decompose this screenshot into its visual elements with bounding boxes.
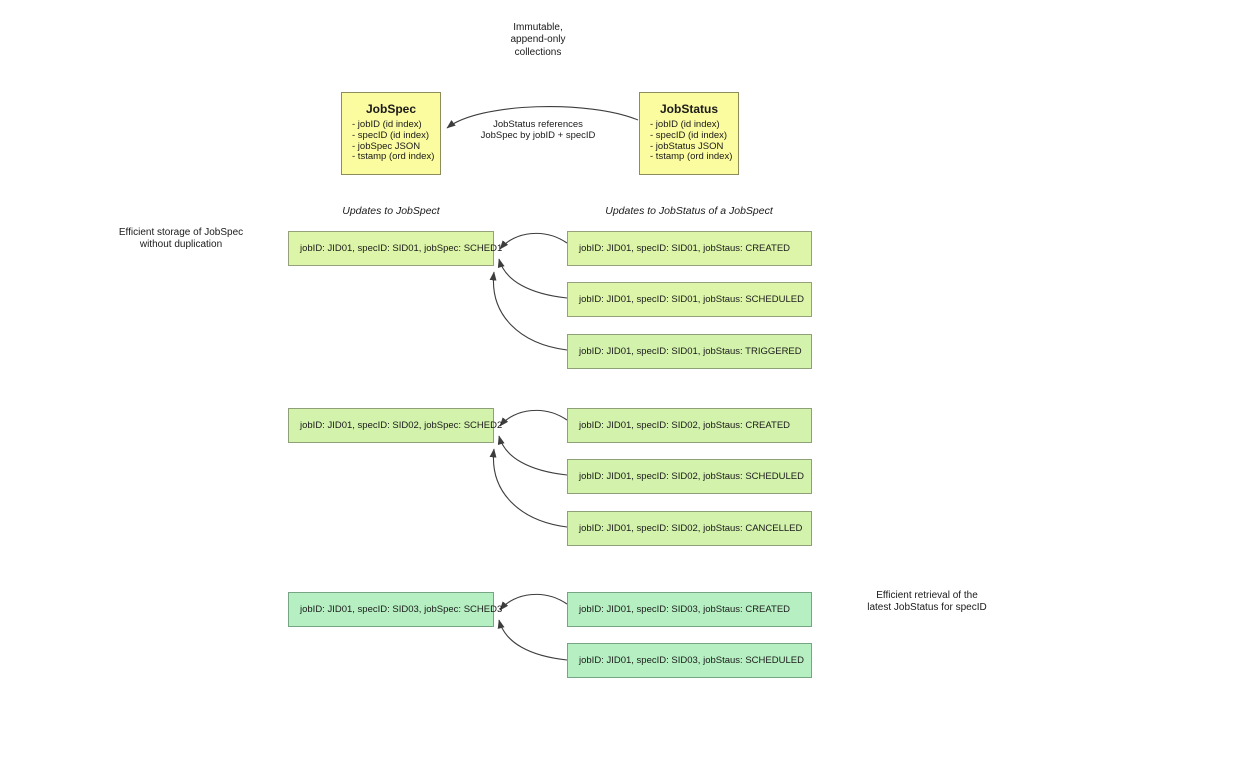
edge-status-to-spec <box>497 619 568 661</box>
edge-status-to-spec <box>499 593 568 611</box>
entity-jobstatus-fields: - jobID (id index) - specID (id index) -… <box>650 119 733 163</box>
entity-jobstatus-title: JobStatus <box>659 102 718 117</box>
entity-field: - tstamp (ord index) <box>650 151 733 163</box>
immutable-collections-note: Immutable, append-only collections <box>510 22 566 58</box>
jobspec-record: jobID: JID01, specID: SID03, jobSpec: SC… <box>288 592 502 627</box>
jobstatus-record: jobID: JID01, specID: SID02, jobStaus: C… <box>567 511 812 546</box>
jobstatus-record: jobID: JID01, specID: SID02, jobStaus: S… <box>567 459 812 494</box>
jobstatus-record: jobID: JID01, specID: SID03, jobStaus: C… <box>567 592 812 627</box>
entity-jobspec: JobSpec - jobID (id index) - specID (id … <box>341 92 441 175</box>
column-header-jobstatus-updates: Updates to JobStatus of a JobSpect <box>605 205 773 217</box>
edge-status-to-spec <box>489 448 568 528</box>
jobstatus-record: jobID: JID01, specID: SID02, jobStaus: C… <box>567 408 812 443</box>
entity-field: - jobID (id index) <box>650 119 720 131</box>
jobstatus-record: jobID: JID01, specID: SID01, jobStaus: C… <box>567 231 812 266</box>
relation-label: JobStatus references JobSpec by jobID + … <box>480 119 596 142</box>
entity-jobstatus: JobStatus - jobID (id index) - specID (i… <box>639 92 739 175</box>
right-annotation-note: Efficient retrieval of the latest JobSta… <box>867 590 987 614</box>
jobspec-record: jobID: JID01, specID: SID02, jobSpec: SC… <box>288 408 502 443</box>
entity-field: - tstamp (ord index) <box>352 151 435 163</box>
jobstatus-record: jobID: JID01, specID: SID03, jobStaus: S… <box>567 643 812 678</box>
edge-status-to-spec <box>497 258 568 299</box>
entity-field: - jobID (id index) <box>352 119 422 131</box>
edge-status-to-spec <box>489 271 568 351</box>
entity-jobspec-fields: - jobID (id index) - specID (id index) -… <box>352 119 435 163</box>
jobstatus-record: jobID: JID01, specID: SID01, jobStaus: S… <box>567 282 812 317</box>
edge-status-to-spec <box>499 409 568 427</box>
left-annotation-note: Efficient storage of JobSpec without dup… <box>118 227 244 251</box>
edge-status-to-spec <box>497 435 568 476</box>
jobspec-record: jobID: JID01, specID: SID01, jobSpec: SC… <box>288 231 502 266</box>
entity-jobspec-title: JobSpec <box>365 102 416 117</box>
entity-field: - specID (id index) <box>650 129 728 141</box>
jobstatus-record: jobID: JID01, specID: SID01, jobStaus: T… <box>567 334 812 369</box>
entity-field: - jobSpec JSON <box>352 140 421 152</box>
edge-status-to-spec <box>499 232 568 250</box>
column-header-jobspec-updates: Updates to JobSpect <box>342 205 440 217</box>
entity-field: - specID (id index) <box>352 129 430 141</box>
entity-field: - jobStatus JSON <box>650 140 724 152</box>
